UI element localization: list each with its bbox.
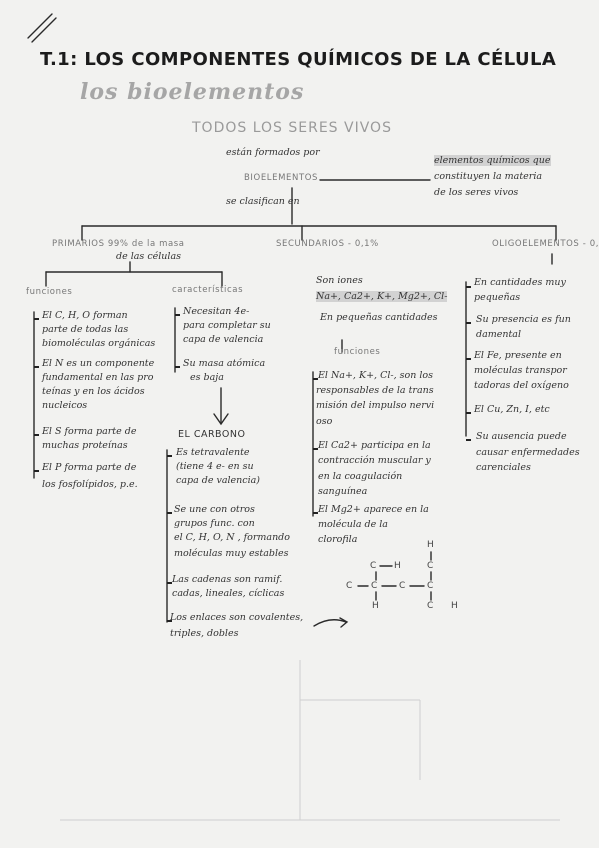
seres-vivos-heading: TODOS LOS SERES VIVOS (192, 120, 392, 136)
oligo-4-line-1: El Cu, Zn, I, etc (474, 404, 550, 415)
caracteristica-2-line-1: Su masa atómica (183, 358, 266, 369)
sec-funcion-2-line-4: sanguínea (318, 486, 368, 497)
secundarios-funciones-label: funciones (334, 347, 381, 357)
oligo-5-line-3: carenciales (476, 462, 531, 473)
arrow-carbono-head (213, 413, 229, 426)
corner-slash-2 (31, 17, 57, 43)
funcion-3-line-1: El S forma parte de (42, 426, 137, 437)
oligo-1-line-1: En cantidades muy (474, 277, 566, 288)
iones-intro: Son iones (316, 275, 363, 286)
funcion-4-line-2: los fosfolípidos, p.e. (42, 479, 138, 490)
sec-funcion-3-line-2: molécula de la (318, 519, 388, 530)
iones-list: Na+, Ca2+, K+, Mg2+, Cl- (316, 291, 448, 302)
carbono-1-line-1: Es tetravalente (176, 447, 250, 458)
oligo-3-line-1: El Fe, presente en (474, 350, 562, 361)
carbono-2-line-1: Se une con otros (174, 504, 255, 515)
carbono-4-line-2: triples, dobles (170, 628, 239, 639)
sec-funcion-3-line-3: clorofila (318, 534, 358, 545)
secundarios-heading: SECUNDARIOS - 0,1% (276, 239, 379, 249)
sec-funcion-3-line-1: El Mg2+ aparece en la (318, 504, 429, 515)
funcion-2-line-1: El N es un componente (42, 358, 155, 369)
page-subtitle: los bioelementos (80, 79, 305, 105)
cantidades-text: En pequeñas cantidades (320, 312, 438, 323)
carbono-2-line-2: grupos func. con (174, 518, 255, 529)
carbono-2-line-3: el C, H, O, N , formando (174, 532, 290, 543)
curved-arrow (313, 619, 347, 627)
funcion-3-line-2: muchas proteínas (42, 440, 128, 451)
sec-funcion-1-line-3: misión del impulso nervi (316, 400, 435, 411)
oligo-5-line-2: causar enfermedades (476, 447, 580, 458)
bioelementos-label: BIOELEMENTOS (244, 173, 319, 183)
caracteristicas-label: características (172, 285, 244, 295)
funcion-1-line-2: parte de todas las (42, 324, 129, 335)
definicion-line-1: elementos químicos que (434, 155, 551, 166)
caracteristica-1-line-1: Necesitan 4e- (183, 306, 250, 317)
sec-funcion-2-line-2: contracción muscular y (318, 455, 431, 466)
oligo-2-line-2: damental (476, 329, 522, 340)
caracteristica-1-line-2: para completar su (183, 320, 271, 331)
corner-slash-1 (27, 13, 53, 39)
funcion-2-line-2: fundamental en las pro (42, 372, 154, 383)
funcion-4-line-1: El P forma parte de (42, 462, 137, 473)
carbono-1-line-2: (tiene 4 e- en su (176, 461, 254, 472)
funcion-1-line-3: biomoléculas orgánicas (42, 338, 156, 349)
funcion-1-line-1: El C, H, O forman (42, 310, 128, 321)
definicion-line-2: constituyen la materia (434, 171, 543, 182)
funcion-2-line-3: teínas y en los ácidos (42, 386, 145, 397)
formados-text: están formados por (226, 147, 320, 158)
carbono-3-line-1: Las cadenas son ramif. (172, 574, 283, 585)
primarios-heading: PRIMARIOS 99% de la masa (52, 239, 185, 249)
primarios-heading-2: de las células (116, 251, 181, 262)
sec-funcion-1-line-1: El Na+, K+, Cl-, son los (318, 370, 433, 381)
oligo-3-line-2: moléculas transpor (474, 365, 567, 376)
sec-funcion-1-line-4: oso (316, 416, 333, 427)
clasifican-text: se clasifican en (226, 196, 300, 207)
carbono-2-line-4: moléculas muy estables (174, 548, 289, 559)
funciones-label: funciones (26, 287, 73, 297)
oligo-1-line-2: pequeñas (474, 292, 521, 303)
carbono-4-line-1: Los enlaces son covalentes, (170, 612, 304, 623)
sec-funcion-2-line-1: El Ca2+ participa en la (318, 440, 431, 451)
oligo-heading: OLIGOELEMENTOS - 0,1% (492, 239, 599, 249)
curved-arrow-head (339, 617, 349, 628)
carbono-1-line-3: capa de valencia) (176, 475, 261, 486)
oligo-5-line-1: Su ausencia puede (476, 431, 567, 442)
oligo-2-line-1: Su presencia es fun (476, 314, 571, 325)
caracteristica-1-line-3: capa de valencia (183, 334, 264, 345)
funcion-2-line-4: nucleicos (42, 400, 88, 411)
carbono-3-line-2: cadas, lineales, cíclicas (172, 588, 285, 599)
sec-funcion-2-line-3: en la coagulación (318, 471, 403, 482)
definicion-line-3: de los seres vivos (434, 187, 519, 198)
sec-funcion-1-line-2: responsables de la trans (316, 385, 434, 396)
caracteristica-2-line-2: es baja (190, 372, 224, 383)
oligo-3-line-3: tadoras del oxígeno (474, 380, 569, 391)
carbono-heading: EL CARBONO (178, 429, 246, 440)
page-title: T.1: LOS COMPONENTES QUÍMICOS DE LA CÉLU… (40, 49, 557, 70)
